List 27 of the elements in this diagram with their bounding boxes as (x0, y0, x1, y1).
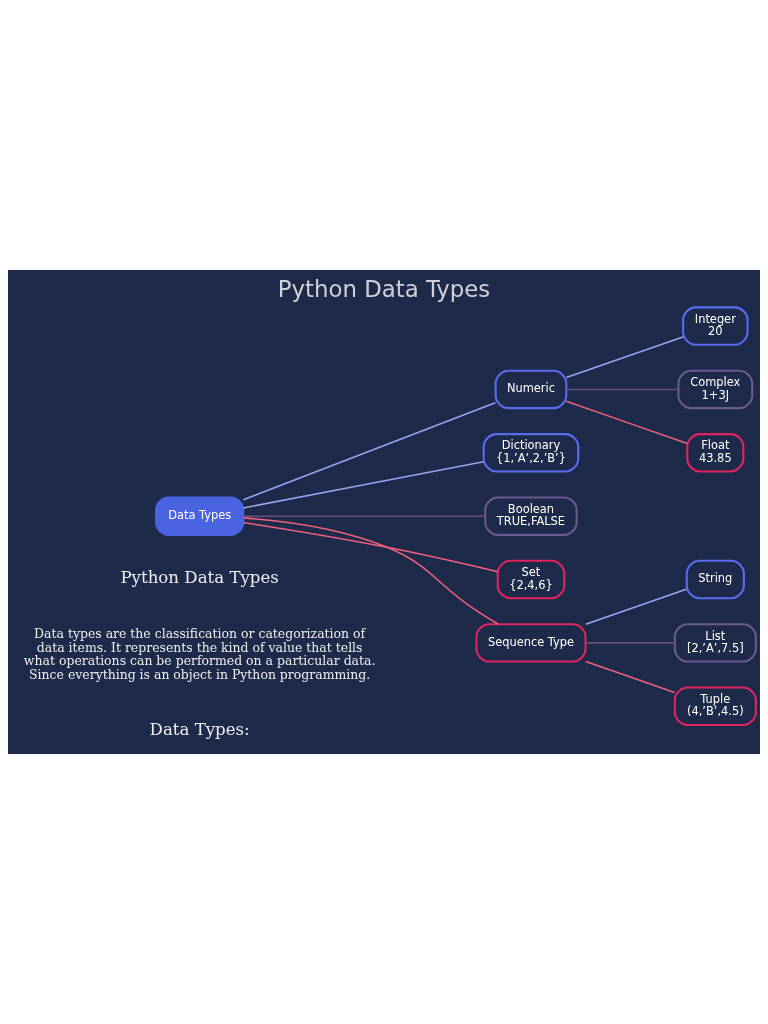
node-box: Data Types (155, 496, 245, 536)
node-box: Set {2,4,6} (496, 559, 566, 600)
connector (565, 388, 680, 391)
node-box: Numeric (494, 369, 568, 410)
node-box: Integer 20 (682, 306, 749, 346)
label: Data types are the classification or categorization of data items. It represents the kind of value that tells what operations can be performed on a particular data. Since everything is an object in Python programming. (23, 626, 376, 682)
diagram-title: Python Data Types (277, 275, 491, 302)
node-box: Float 43.85 (686, 433, 745, 473)
node-box: Dictionary {1,’A’,2,’B’} (482, 433, 580, 473)
node-box: Boolean TRUE,FALSE (484, 496, 578, 536)
connector (242, 460, 485, 509)
connector (565, 400, 689, 445)
connector (584, 642, 676, 644)
connector (242, 521, 499, 573)
label: Python Data Types (120, 568, 279, 588)
connector (584, 660, 676, 694)
node-box: Complex 1+3J (677, 369, 754, 410)
label: Data Types: (149, 720, 250, 740)
connector (565, 336, 684, 379)
node-box: Tuple (4,’B’,4.5) (673, 686, 757, 726)
node-box: String (685, 559, 745, 600)
node-box: Sequence Type (475, 623, 587, 663)
connector (242, 515, 486, 517)
connector (584, 588, 688, 625)
connector (242, 402, 497, 501)
connector (242, 517, 499, 625)
node-box: List [2,’A’,7.5] (673, 623, 757, 663)
